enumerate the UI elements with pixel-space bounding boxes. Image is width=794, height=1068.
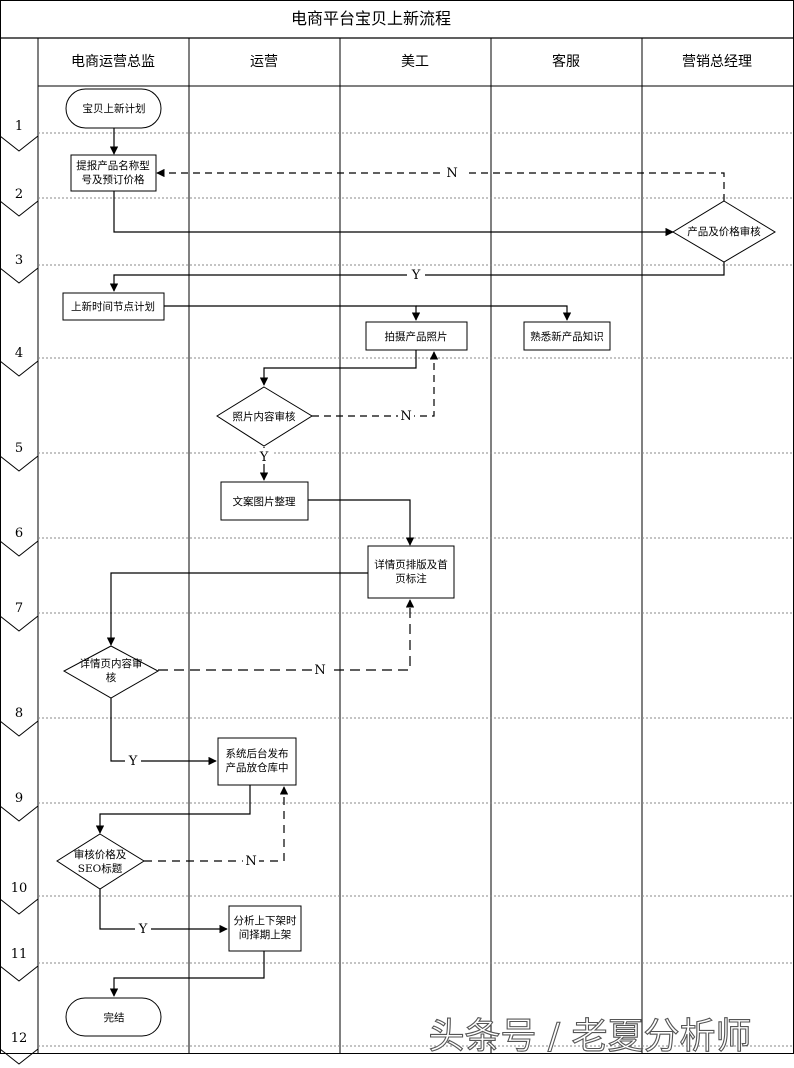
phase-chevrons: [0, 135, 39, 1065]
phase-number: 1: [15, 119, 23, 134]
node-photo: [365, 321, 468, 351]
edge-label-n: N: [314, 663, 325, 678]
phase-number: 5: [15, 441, 23, 456]
page-title: 电商平台宝贝上新流程: [291, 9, 451, 28]
lane-header-service: 客服: [552, 53, 580, 70]
lane-header-director: 电商运营总监: [71, 54, 155, 70]
node-detail-review-label: 详情页内容审: [80, 657, 143, 670]
node-detail-label: 详情页排版及首: [374, 558, 448, 571]
node-publish-label: 产品放仓库中: [226, 761, 289, 774]
node-learn-label: 熟悉新产品知识: [530, 330, 604, 343]
edge-label-n: N: [400, 409, 411, 424]
edge-photoreview-n-photo: [312, 351, 439, 417]
edge-labels: N Y N Y N Y N Y: [125, 164, 464, 937]
node-analyze-label: 间择期上架: [239, 928, 292, 941]
node-review-price: [672, 200, 776, 263]
lane-header-designer: 美工: [401, 54, 429, 70]
edge-label-y: Y: [128, 754, 138, 769]
node-detail-review: [62, 645, 160, 699]
node-detail: [367, 545, 455, 599]
phase-number: 12: [11, 1031, 28, 1046]
phase-separators: [38, 132, 794, 1047]
node-analyze: [228, 905, 302, 952]
phase-numbers: 1 2 3 4 5 6 7 8 9 10 11 12: [11, 119, 28, 1046]
phase-number: 11: [11, 947, 28, 962]
node-detail-review-label: 核: [106, 671, 117, 684]
edge-publish-seo: [95, 785, 251, 834]
phase-number: 4: [15, 346, 23, 361]
node-labels: 宝贝上新计划 提报产品名称型 号及预订价格 产品及价格审核 上新时间节点计划 拍…: [71, 102, 761, 1024]
phase-number: 7: [15, 601, 23, 616]
node-seo-review: [56, 833, 145, 890]
lane-header-gm: 营销总经理: [682, 54, 752, 70]
node-end: [65, 997, 162, 1037]
edge-photo-review: [259, 350, 417, 386]
edge-detailreview-y-publish: [110, 698, 217, 766]
node-analyze-label: 分析上下架时: [234, 914, 297, 927]
edge-propose-review: [113, 191, 674, 237]
node-end-label: 完结: [104, 1011, 125, 1024]
node-learn: [523, 321, 611, 351]
phase-number: 2: [15, 187, 23, 202]
phase-number: 8: [15, 706, 23, 721]
edge-label-y: Y: [138, 922, 148, 937]
phase-number: 6: [15, 526, 23, 541]
edge-detailreview-n-detail: [158, 599, 415, 671]
node-copy-arrange: [220, 481, 309, 521]
phase-number: 9: [15, 791, 23, 806]
node-propose: [70, 154, 157, 192]
nodes: [56, 88, 776, 1037]
node-publish: [217, 737, 297, 786]
node-seo-review-label: SEO标题: [78, 863, 123, 875]
node-propose-label: 号及预订价格: [82, 173, 145, 186]
node-photo-review-label: 照片内容审核: [233, 410, 296, 423]
watermark: 头条号 / 老夏分析师: [428, 1016, 751, 1057]
phase-number: 3: [15, 253, 23, 268]
phase-number: 10: [11, 881, 28, 896]
lane-header-operations: 运营: [250, 54, 278, 70]
node-review-price-label: 产品及价格审核: [687, 225, 761, 238]
node-start: [65, 88, 162, 129]
edge-analyze-end: [109, 951, 265, 997]
edge-seo-y-analyze: [99, 889, 228, 934]
edge-label-n: N: [446, 166, 457, 181]
node-detail-label: 页标注: [395, 572, 427, 585]
node-start-label: 宝贝上新计划: [83, 102, 146, 115]
edge-review-n-propose: [156, 168, 725, 201]
node-photo-label: 拍摄产品照片: [385, 330, 448, 343]
edge-copy-detail: [308, 499, 415, 546]
node-propose-label: 提报产品名称型: [76, 159, 150, 172]
node-publish-label: 系统后台发布: [226, 747, 289, 760]
edge-label-n: N: [245, 854, 256, 869]
node-copy-arrange-label: 文案图片整理: [233, 495, 296, 508]
node-seo-review-label: 审核价格及: [74, 848, 127, 861]
edge-schedule-photo: [164, 305, 421, 321]
node-photo-review: [216, 386, 313, 447]
edge-label-y: Y: [259, 450, 269, 465]
edge-detail-detailreview: [106, 572, 368, 646]
connectors: [95, 128, 725, 997]
edge-label-y: Y: [411, 268, 421, 283]
node-schedule: [62, 292, 165, 321]
node-schedule-label: 上新时间节点计划: [71, 300, 155, 313]
edge-schedule-learn: [416, 305, 572, 321]
edge-seo-n-publish: [144, 786, 289, 862]
